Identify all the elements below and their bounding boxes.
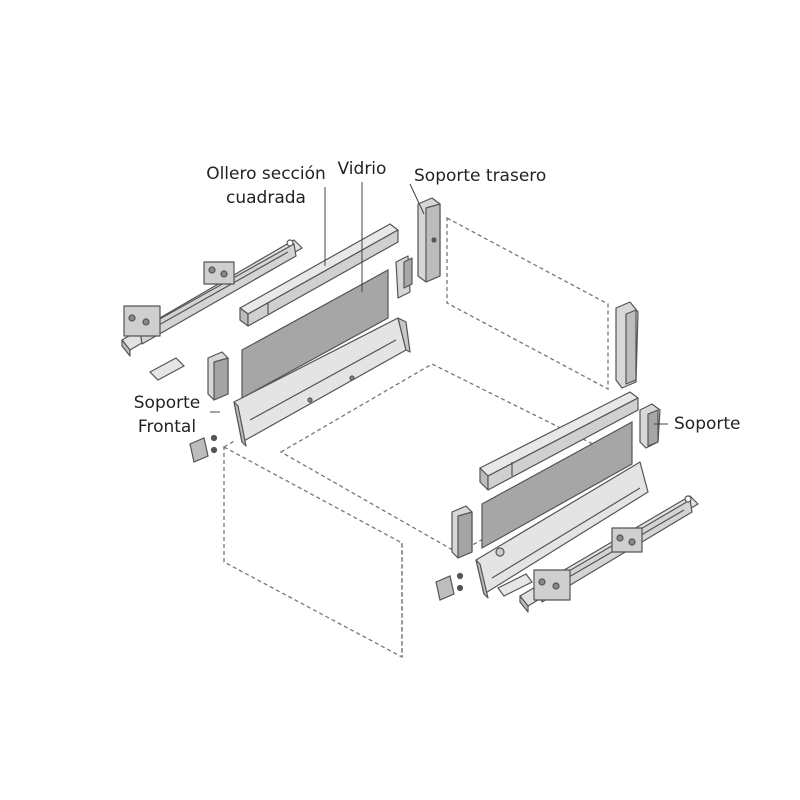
label-front-bracket-line2: Frontal	[137, 417, 197, 437]
front-panel-outline	[223, 445, 403, 659]
front-panel-depth	[223, 439, 237, 448]
right-glass-panel	[481, 420, 633, 550]
right-square-rail	[479, 391, 639, 491]
label-square-rail: Ollero sección cuadrada	[178, 162, 354, 210]
label-front-bracket-line1: Soporte	[133, 393, 201, 413]
right-front-bracket	[451, 505, 473, 559]
label-square-rail-line1: Ollero sección	[206, 164, 326, 184]
label-front-bracket: Soporte Frontal	[128, 391, 206, 439]
label-support: Soporte	[674, 414, 741, 434]
right-rear-bracket	[615, 301, 639, 389]
leader-lines	[210, 182, 668, 425]
leader-rear-support	[409, 183, 425, 215]
left-drawer-side	[233, 317, 411, 447]
label-square-rail-line2: cuadrada	[226, 188, 306, 208]
right-drawer-side	[475, 461, 649, 599]
right-drawer-slide	[519, 495, 699, 613]
left-rear-bracket	[395, 255, 413, 299]
left-square-rail	[239, 223, 399, 327]
left-glass-panel	[241, 268, 389, 400]
rear-panel-outline	[446, 216, 609, 391]
left-front-bracket	[207, 351, 229, 401]
label-rear-support: Soporte trasero	[414, 166, 547, 186]
right-front-fitting	[435, 572, 464, 601]
left-clip-plate	[149, 357, 185, 381]
rear-support	[417, 197, 441, 283]
right-support	[639, 403, 661, 449]
left-drawer-slide	[121, 239, 303, 357]
left-front-fitting	[189, 434, 218, 463]
right-clip-plate	[497, 573, 533, 597]
label-glass: Vidrio	[337, 159, 387, 179]
